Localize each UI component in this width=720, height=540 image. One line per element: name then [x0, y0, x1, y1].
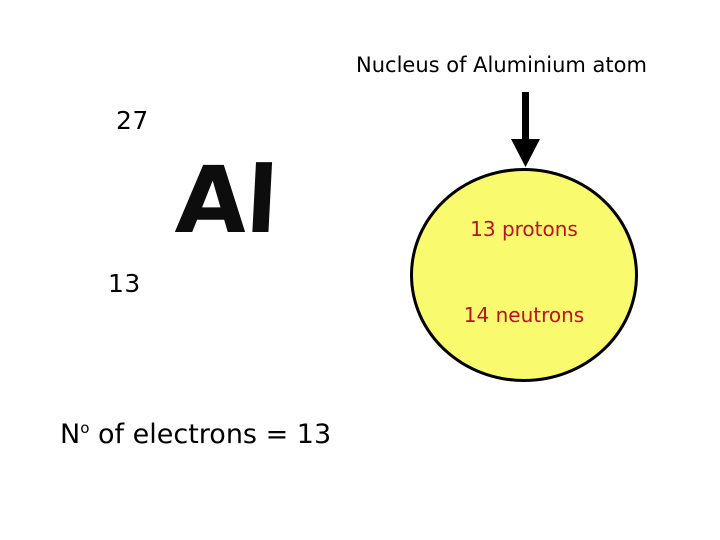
electron-prefix: N	[60, 419, 81, 450]
down-arrow-icon	[511, 92, 540, 167]
ordinal-indicator: o	[80, 419, 90, 437]
element-symbol: Al	[173, 147, 280, 254]
proton-count-label: 13 protons	[470, 217, 578, 241]
atomic-number: 13	[108, 269, 141, 298]
neutron-count-label: 14 neutrons	[463, 303, 585, 327]
electron-count-line: No of electrons = 13	[60, 419, 332, 450]
electron-count-text: of electrons = 13	[89, 419, 332, 450]
mass-number: 27	[116, 106, 149, 135]
nucleus-circle: 13 protons 14 neutrons	[410, 168, 638, 382]
nucleus-label: Nucleus of Aluminium atom	[356, 53, 647, 77]
